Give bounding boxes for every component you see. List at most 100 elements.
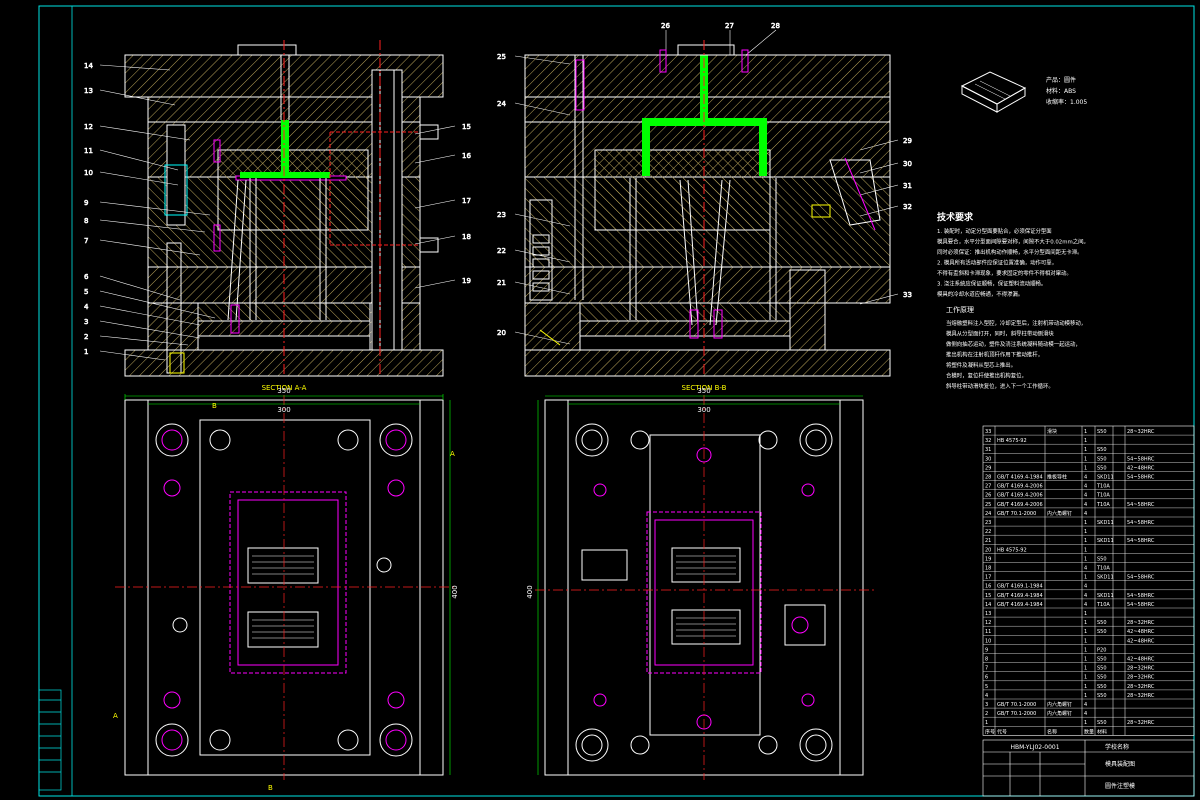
callout-right-19: 19 — [462, 277, 471, 285]
drawing-number: HBM-YLJ02-0001 — [1010, 744, 1059, 751]
callout-top-28: 28 — [771, 22, 780, 30]
bom-cell: 54~58HRC — [1127, 538, 1155, 544]
title-block — [982, 739, 1195, 797]
bom-cell: 31 — [985, 447, 991, 453]
callout-left-14: 14 — [84, 62, 93, 70]
bom-cell: 17 — [985, 575, 991, 581]
bom-cell: 20 — [985, 547, 991, 553]
bom-cell: 2 — [985, 711, 988, 717]
bom-cell: S50 — [1097, 465, 1107, 471]
label-a-bottom: A — [113, 712, 118, 720]
bom-cell: 1 — [1084, 575, 1087, 581]
bom-cell: 1 — [1084, 429, 1087, 435]
bom-cell: 1 — [1084, 693, 1087, 699]
tech-req-title: 技术要求 — [937, 211, 974, 223]
dim-350-mid: 350 — [697, 387, 710, 395]
bom-cell: T10A — [1096, 602, 1110, 608]
work-principle-line: 斜导柱带动滑块复位，进入下一个工作循环。 — [946, 382, 1054, 390]
callout-left-5: 5 — [84, 288, 88, 296]
bom-cell: 1 — [1084, 629, 1087, 635]
work-principle-line: 将塑件及凝料从型芯上推出。 — [946, 361, 1016, 369]
bom-header-cell: 序号 — [985, 728, 995, 735]
bom-cell: S50 — [1097, 666, 1107, 672]
bom-cell: 28~32HRC — [1127, 720, 1155, 726]
bom-cell: 28~32HRC — [1127, 675, 1155, 681]
bom-cell: GB/T 70.1-2000 — [997, 711, 1036, 717]
work-principle-line: 推出机构在注射机顶杆作用下推动推杆， — [946, 351, 1043, 359]
bom-header-cell: 数量 — [1084, 728, 1094, 735]
callout-top-27: 27 — [725, 22, 734, 30]
bom-cell: S50 — [1097, 693, 1107, 699]
bom-cell: 4 — [1084, 711, 1087, 717]
product-shrink: 收缩率：1.005 — [1046, 98, 1087, 106]
bom-cell: S50 — [1097, 447, 1107, 453]
callout-midright-30: 30 — [903, 160, 912, 168]
bom-cell: GB/T 4169.4-1984 — [997, 602, 1043, 608]
bom-cell: T10A — [1096, 502, 1110, 508]
bom-cell: 11 — [985, 629, 991, 635]
bom-cell: 13 — [985, 611, 991, 617]
bom-header-cell: 代号 — [997, 728, 1007, 735]
bom-cell: S50 — [1097, 684, 1107, 690]
bom-cell: 4 — [1084, 593, 1087, 599]
product-material: 材料：ABS — [1046, 87, 1076, 95]
bom-cell: GB/T 4169.4-1984 — [997, 475, 1043, 481]
tech-req-line: 2. 模具所有活动部件应保证位置准确，动作可靠， — [937, 259, 1057, 267]
bom-header-cell: 材料 — [1097, 728, 1107, 735]
bom-cell: 1 — [1084, 438, 1087, 444]
bom-cell: 42~48HRC — [1127, 657, 1155, 663]
bom-cell: 内六角螺钉 — [1047, 710, 1072, 717]
callout-left-1: 1 — [84, 348, 88, 356]
bom-cell: 1 — [1084, 520, 1087, 526]
section-b-b — [524, 40, 891, 377]
bom-cell: 54~58HRC — [1127, 502, 1155, 508]
callout-midleft-23: 23 — [497, 211, 506, 219]
bom-cell: GB/T 70.1-2000 — [997, 702, 1036, 708]
bom-cell: 42~48HRC — [1127, 465, 1155, 471]
bom-cell: 1 — [1084, 657, 1087, 663]
callout-left-2: 2 — [84, 333, 88, 341]
bom-cell: 1 — [1084, 647, 1087, 653]
callout-left-13: 13 — [84, 87, 93, 95]
bom-cell: 4 — [1084, 702, 1087, 708]
callout-midleft-20: 20 — [497, 329, 506, 337]
bom-cell: 18 — [985, 566, 991, 572]
bom-cell: 54~58HRC — [1127, 456, 1155, 462]
label-a-top: A — [450, 450, 455, 458]
section-a-a — [124, 40, 444, 377]
bom-cell: 28~32HRC — [1127, 429, 1155, 435]
bom-cell: 推板导柱 — [1047, 474, 1067, 481]
bom-cell: GB/T 4169.4-2006 — [997, 484, 1043, 490]
work-principle-lines: 当熔融塑料注入型腔，冷却定型后，注射机带动动模移动，模具从分型面打开，同时，斜导… — [946, 319, 1086, 390]
bom-cell: HB 4575-92 — [997, 438, 1027, 444]
school-name: 学校名称 — [1105, 743, 1129, 751]
label-b-top: B — [212, 402, 217, 410]
bom-cell: 27 — [985, 484, 991, 490]
left-margin-table — [38, 689, 62, 791]
bom-cell: 滑块 — [1047, 428, 1057, 435]
bom-cell: 1 — [1084, 465, 1087, 471]
bom-cell: T10A — [1096, 484, 1110, 490]
label-b-bottom: B — [268, 784, 273, 792]
bom-cell: 1 — [1084, 456, 1087, 462]
bom-cell: S50 — [1097, 675, 1107, 681]
bom-cell: GB/T 4169.1-1984 — [997, 584, 1043, 590]
bom-cell: 10 — [985, 638, 991, 644]
bom-cell: 4 — [1084, 511, 1087, 517]
drawing-title: 模具装配图 — [1105, 760, 1135, 768]
bom-cell: 1 — [1084, 529, 1087, 535]
callout-left-4: 4 — [84, 303, 89, 311]
bom-cell: 19 — [985, 556, 991, 562]
tech-req-line: 3. 浇注系统应保证顺畅，保证塑料流动顺畅。 — [937, 280, 1046, 288]
callout-left-3: 3 — [84, 318, 88, 326]
tech-req-line: 模具的冷却水道应畅通，不得渗漏。 — [937, 290, 1023, 298]
bom-cell: 33 — [985, 429, 991, 435]
bom-cell: S50 — [1097, 720, 1107, 726]
bom-cell: 4 — [1084, 484, 1087, 490]
bom-cell: 1 — [1084, 538, 1087, 544]
bom-cell: S50 — [1097, 657, 1107, 663]
bom-cell: 4 — [985, 693, 988, 699]
dim-350-left: 350 — [277, 387, 290, 395]
